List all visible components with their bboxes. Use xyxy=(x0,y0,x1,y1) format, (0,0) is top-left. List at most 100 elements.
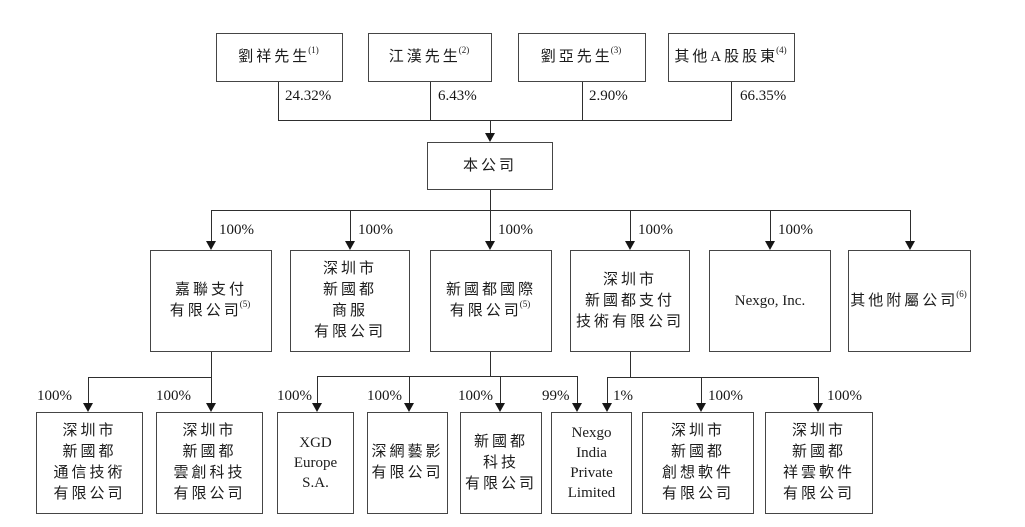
ownership-label: 100% xyxy=(498,222,533,238)
node-nexgo-inc: Nexgo, Inc. xyxy=(709,250,831,352)
ownership-label: 100% xyxy=(708,388,743,404)
ownership-label: 1% xyxy=(613,388,633,404)
connector xyxy=(490,352,491,376)
node-comm-tech: 深圳市 新國都 通信技術 有限公司 xyxy=(36,412,143,514)
connector xyxy=(731,82,732,120)
connector xyxy=(770,210,771,242)
arrow-down-icon xyxy=(625,241,635,250)
connector xyxy=(211,210,212,242)
ownership-label: 66.35% xyxy=(740,88,787,104)
node-label: 深圳市 新國都 創想軟件 有限公司 xyxy=(661,423,734,502)
connector xyxy=(490,120,491,134)
node-other-subsidiaries: 其他附屬公司(6) xyxy=(848,250,971,352)
footnote-ref: (4) xyxy=(776,45,787,55)
connector xyxy=(430,82,431,120)
connector xyxy=(490,210,491,242)
node-label: XGD Europe S.A. xyxy=(293,435,338,491)
connector xyxy=(317,376,578,377)
arrow-down-icon xyxy=(312,403,322,412)
connector xyxy=(582,82,583,120)
node-label: 深圳市 新國都 商服 有限公司 xyxy=(313,261,386,340)
ownership-label: 100% xyxy=(277,388,312,404)
ownership-label: 100% xyxy=(358,222,393,238)
node-xgd-technology: 新國都 科技 有限公司 xyxy=(460,412,542,514)
node-payment-tech: 深圳市 新國都支付 技術有限公司 xyxy=(570,250,690,352)
connector xyxy=(278,82,279,120)
arrow-down-icon xyxy=(765,241,775,250)
node-label: 劉亞先生 xyxy=(540,49,613,65)
arrow-down-icon xyxy=(696,403,706,412)
connector xyxy=(317,376,318,404)
node-other-a-shareholders: 其他A股股東(4) xyxy=(668,33,795,82)
connector xyxy=(910,210,911,242)
connector xyxy=(409,376,410,404)
ownership-label: 99% xyxy=(542,388,570,404)
connector xyxy=(211,352,212,377)
node-xgd-international: 新國都國際 有限公司(5) xyxy=(430,250,552,352)
footnote-ref: (5) xyxy=(239,299,251,309)
connector xyxy=(630,210,631,242)
node-xgd-europe: XGD Europe S.A. xyxy=(277,412,354,514)
connector xyxy=(88,377,212,378)
node-label: 劉祥先生 xyxy=(238,49,311,65)
node-shangfu: 深圳市 新國都 商服 有限公司 xyxy=(290,250,410,352)
node-label: 深圳市 新國都 通信技術 有限公司 xyxy=(53,423,126,502)
node-label: 深圳市 新國都 雲創科技 有限公司 xyxy=(173,423,246,502)
node-label: 江漢先生 xyxy=(388,49,461,65)
ownership-label: 100% xyxy=(458,388,493,404)
ownership-label: 100% xyxy=(778,222,813,238)
connector xyxy=(607,377,819,378)
connector xyxy=(607,377,608,404)
node-label: 深圳市 新國都 祥雲軟件 有限公司 xyxy=(782,423,855,502)
footnote-ref: (5) xyxy=(519,299,531,309)
node-liu-xiang: 劉祥先生(1) xyxy=(216,33,343,82)
connector xyxy=(88,377,89,404)
node-liu-ya: 劉亞先生(3) xyxy=(518,33,646,82)
arrow-down-icon xyxy=(813,403,823,412)
footnote-ref: (3) xyxy=(610,45,622,55)
connector xyxy=(577,376,578,404)
arrow-down-icon xyxy=(206,403,216,412)
node-label: Nexgo India Private Limited xyxy=(567,425,616,501)
connector xyxy=(701,377,702,404)
footnote-ref: (2) xyxy=(458,45,470,55)
node-label: 其他附屬公司 xyxy=(850,292,959,309)
arrow-down-icon xyxy=(485,133,495,142)
ownership-label: 100% xyxy=(827,388,862,404)
ownership-label: 100% xyxy=(367,388,402,404)
connector xyxy=(630,352,631,377)
arrow-down-icon xyxy=(495,403,505,412)
connector xyxy=(211,377,212,404)
node-label: 新國都 科技 有限公司 xyxy=(464,433,537,492)
node-label: 嘉聯支付 有限公司 xyxy=(169,282,247,319)
arrow-down-icon xyxy=(345,241,355,250)
node-jialian-payment: 嘉聯支付 有限公司(5) xyxy=(150,250,272,352)
node-label: 新國都國際 有限公司 xyxy=(445,282,536,319)
ownership-label: 2.90% xyxy=(589,88,628,104)
connector xyxy=(500,376,501,404)
ownership-label: 100% xyxy=(219,222,254,238)
arrow-down-icon xyxy=(602,403,612,412)
arrow-down-icon xyxy=(404,403,414,412)
node-yunchuang-tech: 深圳市 新國都 雲創科技 有限公司 xyxy=(156,412,263,514)
connector xyxy=(350,210,351,242)
node-label: 本公司 xyxy=(462,157,517,174)
connector xyxy=(490,190,491,210)
connector xyxy=(278,120,732,121)
footnote-ref: (1) xyxy=(308,45,319,55)
node-company: 本公司 xyxy=(427,142,553,190)
node-label: Nexgo, Inc. xyxy=(734,293,806,309)
connector xyxy=(818,377,819,404)
ownership-label: 100% xyxy=(37,388,72,404)
node-jiang-han: 江漢先生(2) xyxy=(368,33,492,82)
ownership-label: 6.43% xyxy=(438,88,477,104)
node-label: 其他A股股東 xyxy=(674,49,779,65)
arrow-down-icon xyxy=(83,403,93,412)
node-label: 深網藝影 有限公司 xyxy=(371,444,444,481)
node-chuangxiang-software: 深圳市 新國都 創想軟件 有限公司 xyxy=(642,412,754,514)
node-label: 深圳市 新國都支付 技術有限公司 xyxy=(575,271,684,330)
node-nexgo-india: Nexgo India Private Limited xyxy=(551,412,632,514)
connector xyxy=(211,210,910,211)
node-shenwang-yiying: 深網藝影 有限公司 xyxy=(367,412,448,514)
